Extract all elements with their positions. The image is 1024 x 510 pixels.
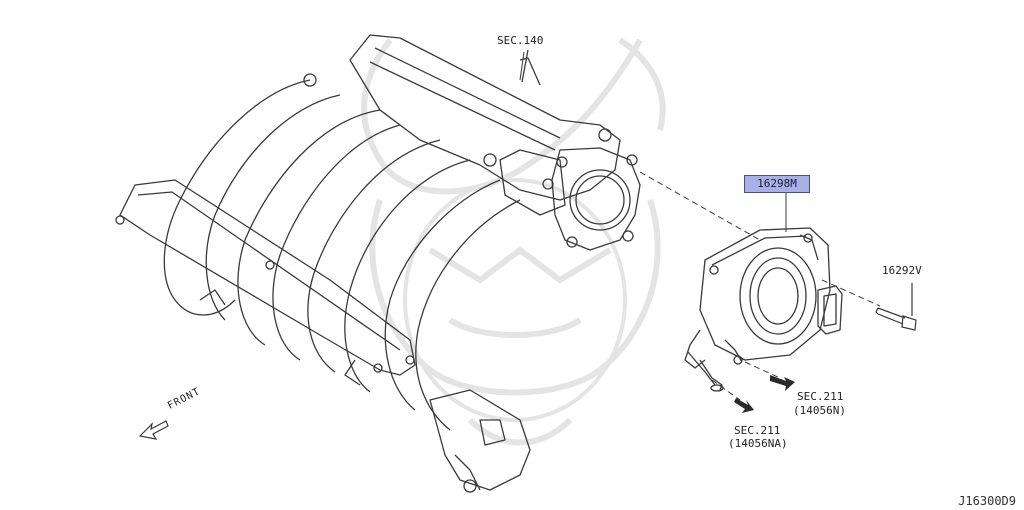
sec-140-label: SEC.140 (497, 34, 544, 47)
front-arrow-icon (138, 420, 169, 440)
sec-211-label-b: SEC.211 (734, 424, 781, 437)
part-16298m-label[interactable]: 16298M (744, 175, 810, 193)
alignment-line (639, 171, 881, 401)
sec-211-label-a: SEC.211 (797, 390, 844, 403)
diagram-reference-code: J16300D9 (958, 494, 1016, 508)
sec-211-code-a: (14056N) (793, 404, 846, 417)
sec-211-code-b: (14056NA) (728, 437, 788, 450)
part-16292v-label[interactable]: 16292V (882, 264, 922, 277)
bolt-16292v (875, 283, 917, 331)
hatched-arrow-icon (734, 375, 795, 413)
watermark-emblem (361, 37, 666, 446)
throttle-body (684, 227, 843, 392)
leader-lines (519, 51, 787, 232)
intake-manifold (115, 34, 641, 493)
